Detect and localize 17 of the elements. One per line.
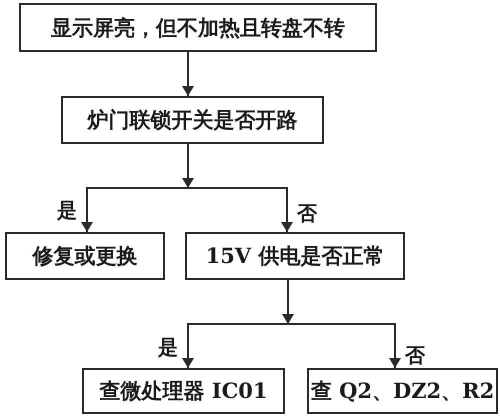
edge-label: 否	[405, 344, 425, 366]
edge-label: 是	[57, 199, 77, 221]
arrow	[188, 187, 293, 232]
process-box: 15V 供电是否正常	[185, 232, 405, 280]
arrow	[182, 52, 194, 96]
arrow	[182, 144, 194, 188]
arrow	[81, 187, 188, 232]
process-box: 查 Q2、DZ2、R2	[307, 368, 498, 414]
arrow	[288, 323, 401, 368]
edge-label: 否	[297, 202, 317, 224]
edge-label: 是	[158, 336, 178, 358]
process-box: 查微处理器 IC01	[82, 368, 285, 414]
process-box: 修复或更换	[5, 232, 165, 280]
arrow	[182, 323, 288, 368]
arrow	[282, 280, 294, 324]
process-box: 显示屏亮，但不加热且转盘不转	[19, 3, 377, 52]
process-box: 炉门联锁开关是否开路	[61, 96, 324, 144]
